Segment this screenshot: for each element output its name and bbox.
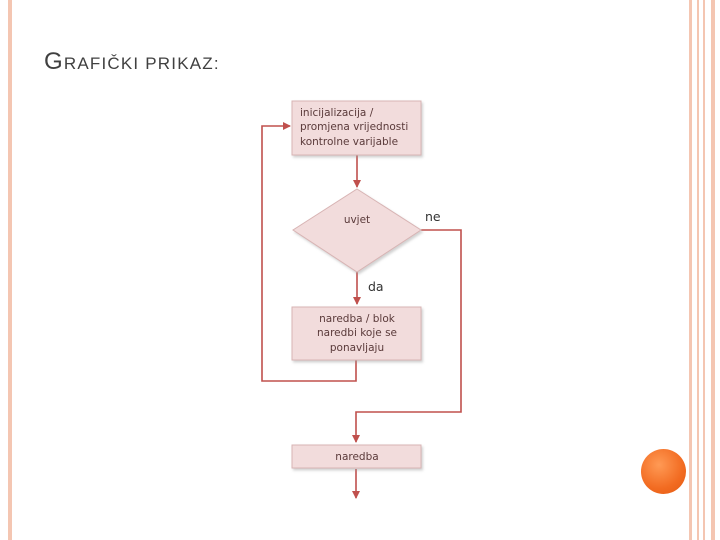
- arrow-condition-no: [352, 229, 462, 443]
- frame-right-line-1: [689, 0, 692, 540]
- body-line-3: ponavljaju: [330, 342, 384, 354]
- body-box: naredba / blok naredbi koje se ponavljaj…: [291, 306, 422, 361]
- init-line-2: promjena vrijednosti: [300, 121, 408, 133]
- init-line-1: inicijalizacija /: [300, 107, 374, 119]
- arrow-loop-back: [261, 122, 357, 382]
- no-label: ne: [425, 209, 441, 224]
- flow-connectors: [261, 122, 462, 499]
- orange-accent-dot: [641, 449, 686, 494]
- frame-left-border: [8, 0, 12, 540]
- title-rest: RAFIČKI PRIKAZ:: [63, 54, 220, 73]
- init-box: inicijalizacija / promjena vrijednosti k…: [291, 100, 422, 156]
- after-label: naredba: [335, 451, 378, 463]
- condition-label: uvjet: [344, 214, 370, 226]
- title-first-letter: G: [44, 48, 64, 75]
- frame-right-line-2: [697, 0, 699, 540]
- yes-label: da: [368, 279, 384, 294]
- body-line-1: naredba / blok: [319, 313, 396, 325]
- condition-diamond: uvjet: [292, 188, 422, 273]
- body-line-2: naredbi koje se: [317, 327, 397, 339]
- frame-right-line-3: [703, 0, 705, 540]
- after-box: naredba: [291, 444, 422, 469]
- page-title: GRAFIČKI PRIKAZ:: [44, 48, 220, 76]
- init-line-3: kontrolne varijable: [300, 136, 398, 148]
- frame-right-line-4: [711, 0, 715, 540]
